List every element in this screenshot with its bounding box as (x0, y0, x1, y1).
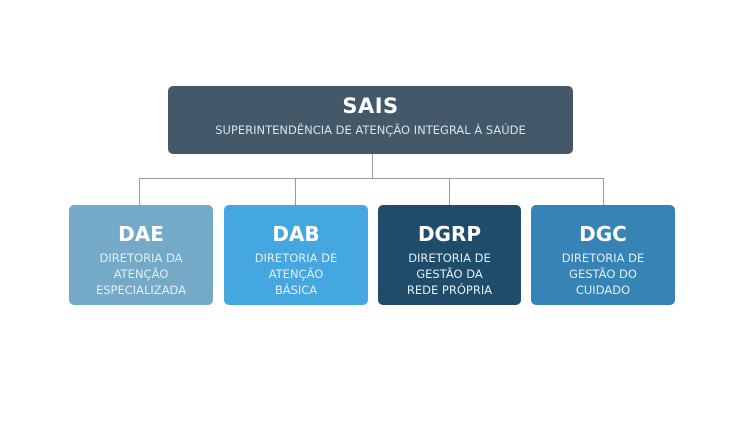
node-acronym: DAB (272, 222, 320, 246)
node-acronym: DGRP (417, 222, 482, 246)
node-name: DIRETORIA DE GESTÃO DO CUIDADO (561, 251, 645, 297)
node-acronym: DAE (118, 222, 164, 246)
connector-root (372, 154, 373, 179)
node-dae: DAE DIRETORIA DA ATENÇÃO ESPECIALIZADA (69, 205, 213, 305)
node-dab: DAB DIRETORIA DE ATENÇÃO BÁSICA (224, 205, 368, 305)
node-acronym: SAIS (342, 94, 399, 118)
node-name: DIRETORIA DE GESTÃO DA REDE PRÓPRIA (406, 251, 493, 297)
connector-dae (139, 178, 140, 205)
node-sais: SAIS SUPERINTENDÊNCIA DE ATENÇÃO INTEGRA… (168, 86, 573, 154)
connector-dgc (603, 178, 604, 205)
node-name: SUPERINTENDÊNCIA DE ATENÇÃO INTEGRAL À S… (215, 123, 526, 137)
node-acronym: DGC (579, 222, 627, 246)
connector-dab (295, 178, 296, 205)
node-dgrp: DGRP DIRETORIA DE GESTÃO DA REDE PRÓPRIA (378, 205, 521, 305)
connector-horizontal (139, 178, 604, 179)
connector-dgrp (449, 178, 450, 205)
node-dgc: DGC DIRETORIA DE GESTÃO DO CUIDADO (531, 205, 675, 305)
node-name: DIRETORIA DA ATENÇÃO ESPECIALIZADA (95, 251, 187, 297)
node-name: DIRETORIA DE ATENÇÃO BÁSICA (254, 251, 338, 297)
